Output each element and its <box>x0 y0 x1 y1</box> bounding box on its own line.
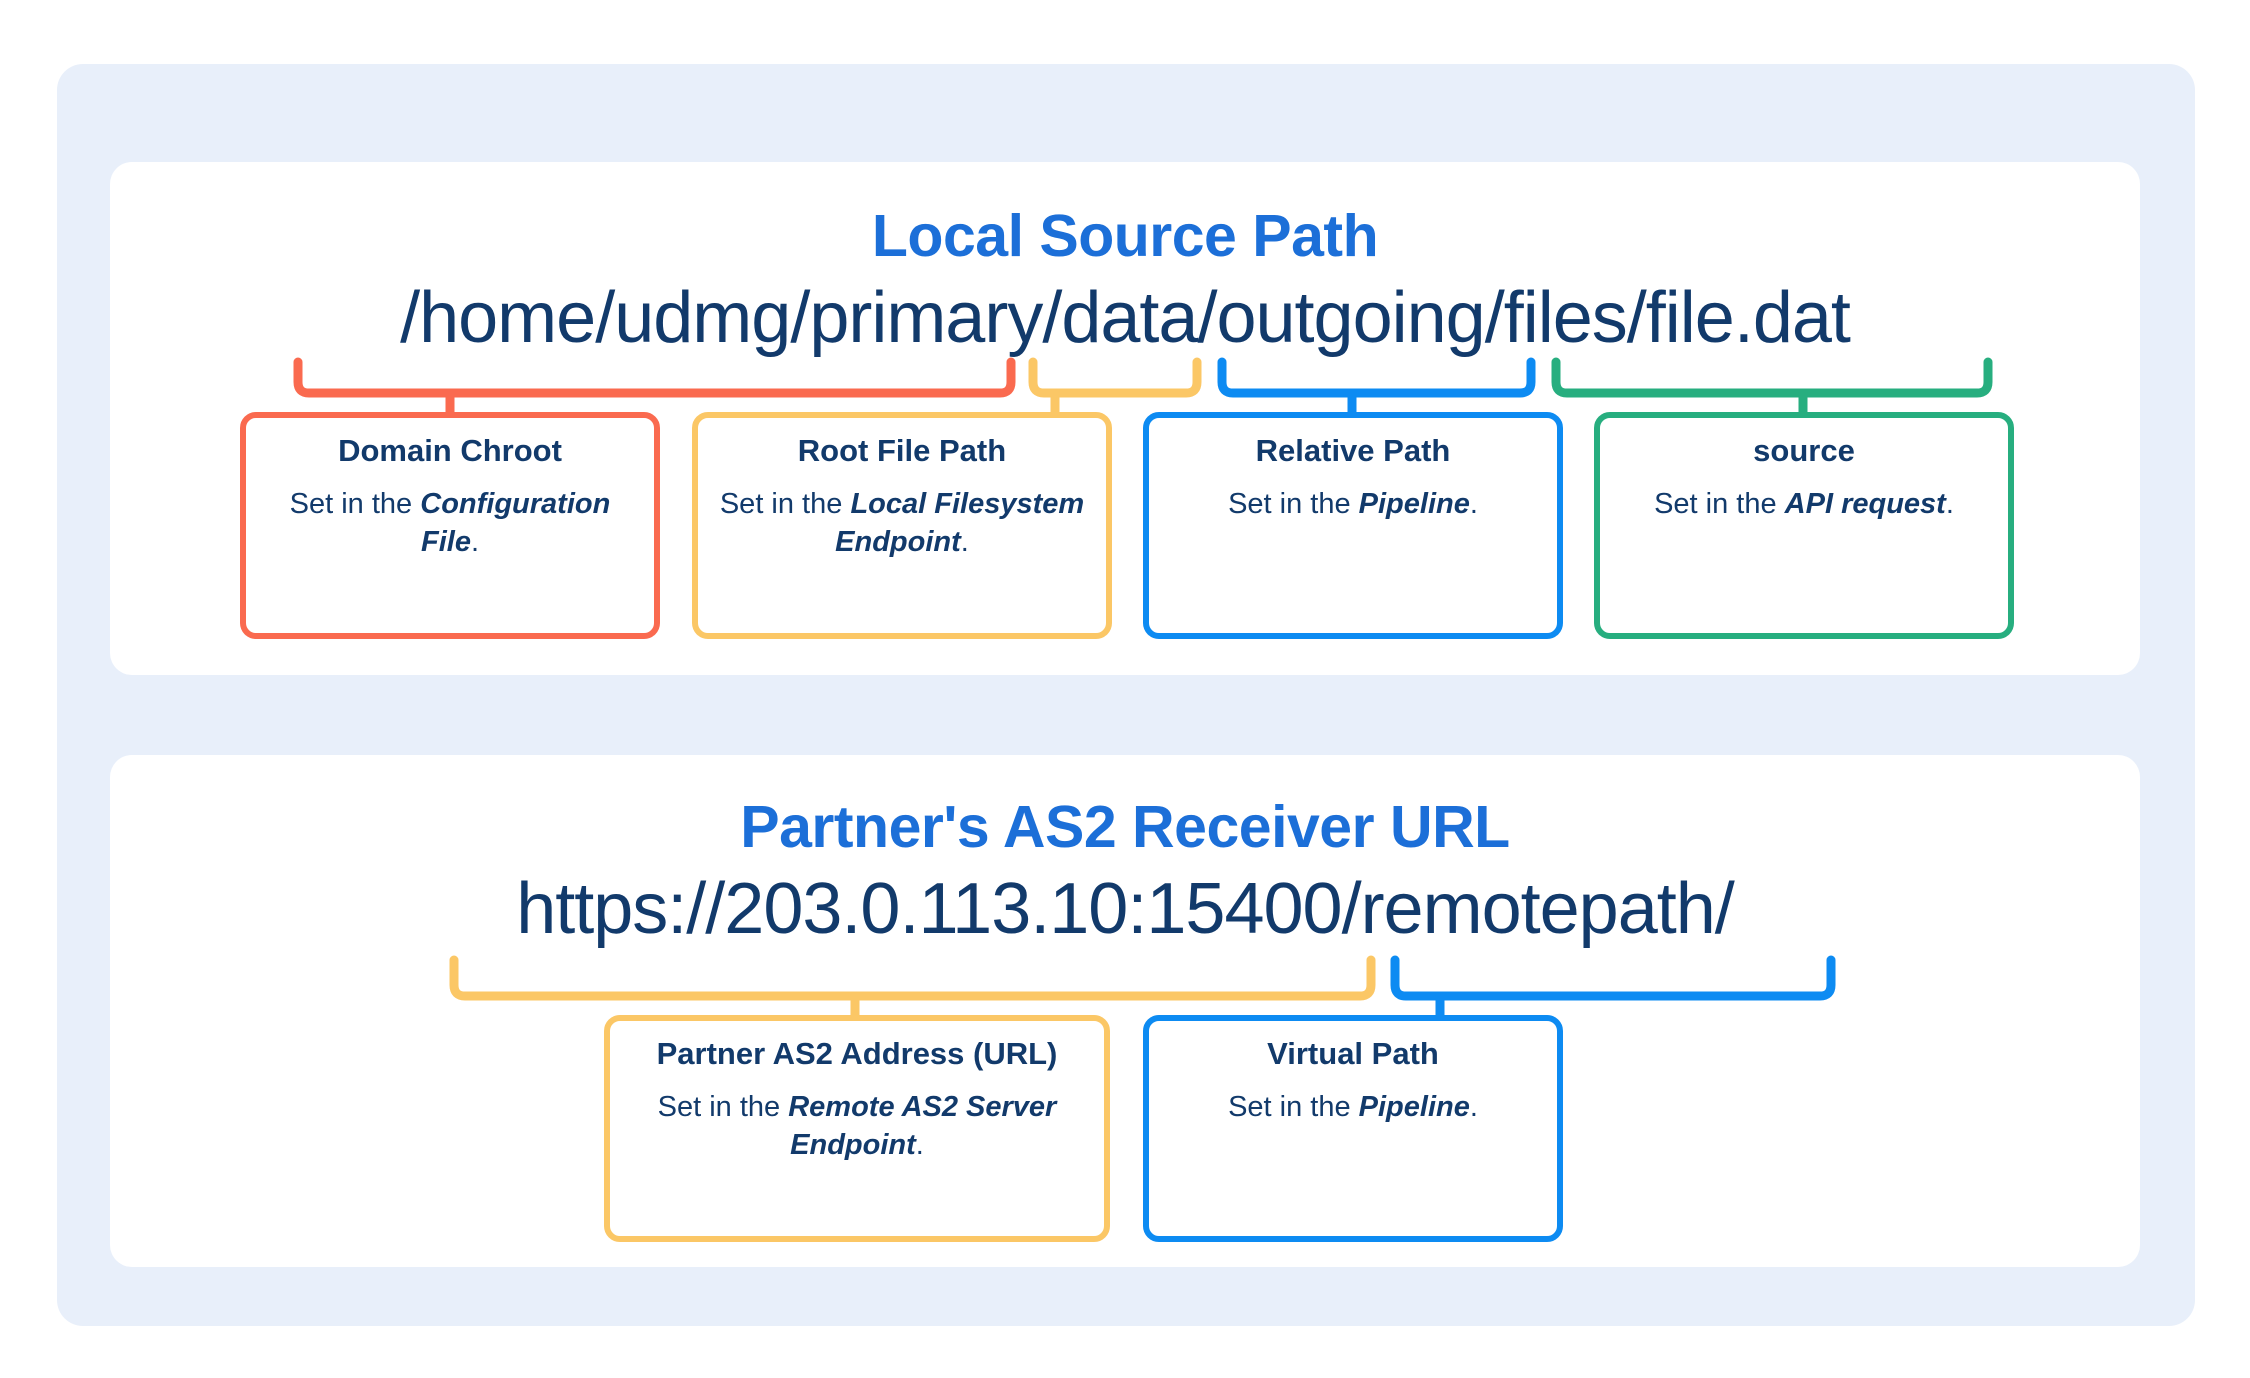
detail-box-domain-chroot: Domain Chroot Set in the Configuration F… <box>240 412 660 639</box>
description-prefix: Set in the <box>657 1091 789 1124</box>
description-emphasis: Remote AS2 Server Endpoint <box>788 1091 1057 1162</box>
detail-box-description: Set in the Local Filesystem Endpoint. <box>716 485 1088 562</box>
description-emphasis: Pipeline <box>1358 1091 1470 1124</box>
detail-box-source: source Set in the API request. <box>1594 412 2014 639</box>
detail-box-title: Root File Path <box>797 433 1007 468</box>
detail-box-description: Set in the Pipeline. <box>1167 485 1539 523</box>
description-suffix: . <box>1945 488 1954 521</box>
description-suffix: . <box>960 526 969 559</box>
detail-box-description: Set in the Configuration File. <box>264 485 636 562</box>
detail-box-description: Set in the API request. <box>1618 485 1990 523</box>
path-value-local-source-path: /home/udmg/primary/data/outgoing/files/f… <box>400 278 1851 358</box>
description-emphasis: Pipeline <box>1358 488 1470 521</box>
detail-box-title: Relative Path <box>1255 433 1451 468</box>
description-emphasis: Configuration File <box>420 488 611 559</box>
detail-box-title: Domain Chroot <box>338 433 562 468</box>
description-suffix: . <box>1469 488 1478 521</box>
detail-box-title: source <box>1753 433 1855 468</box>
detail-box-relative-path: Relative Path Set in the Pipeline. <box>1143 412 1563 639</box>
url-value-partner-as2: https://203.0.113.10:15400/remotepath/ <box>516 869 1735 949</box>
description-emphasis: Local Filesystem Endpoint <box>835 488 1085 559</box>
description-suffix: . <box>1469 1091 1478 1124</box>
description-suffix: . <box>915 1129 924 1162</box>
description-prefix: Set in the <box>289 488 421 521</box>
detail-box-root-file-path: Root File Path Set in the Local Filesyst… <box>692 412 1112 639</box>
description-prefix: Set in the <box>1654 488 1785 521</box>
description-prefix: Set in the <box>719 488 851 521</box>
detail-box-description: Set in the Remote AS2 Server Endpoint. <box>628 1088 1086 1165</box>
detail-box-description: Set in the Pipeline. <box>1167 1088 1539 1126</box>
section-title-partner-as2-url: Partner's AS2 Receiver URL <box>740 794 1510 860</box>
description-prefix: Set in the <box>1228 488 1359 521</box>
description-suffix: . <box>470 526 480 559</box>
description-prefix: Set in the <box>1228 1091 1359 1124</box>
detail-box-virtual-path: Virtual Path Set in the Pipeline. <box>1143 1015 1563 1242</box>
detail-box-title: Partner AS2 Address (URL) <box>656 1036 1058 1071</box>
detail-box-partner-as2-address: Partner AS2 Address (URL) Set in the Rem… <box>604 1015 1110 1242</box>
section-title-local-source-path: Local Source Path <box>871 203 1379 269</box>
section-card-partner-as2-url: Partner's AS2 Receiver URL https://203.0… <box>110 755 2140 1267</box>
detail-box-title: Virtual Path <box>1267 1036 1439 1071</box>
description-emphasis: API request <box>1784 488 1946 521</box>
